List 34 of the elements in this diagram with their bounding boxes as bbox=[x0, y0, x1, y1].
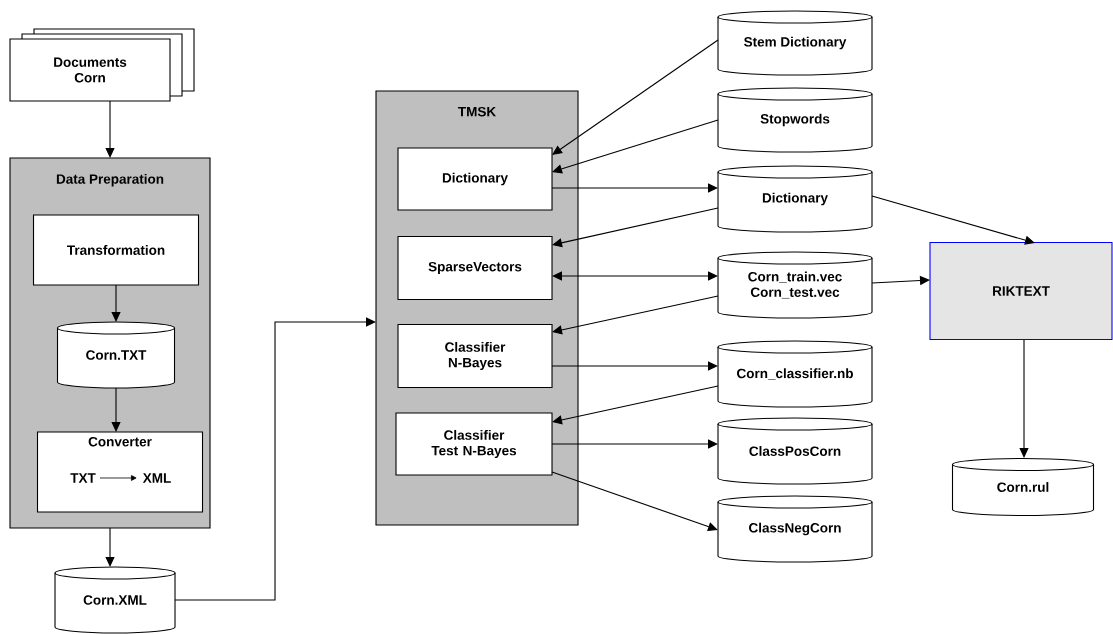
process-box: RIKTEXT bbox=[929, 241, 1113, 341]
arrow bbox=[105, 527, 115, 567]
arrow bbox=[552, 207, 719, 248]
arrow bbox=[111, 284, 121, 322]
arrow bbox=[551, 361, 718, 371]
process-box: Converter TXT XML bbox=[36, 431, 204, 513]
process-box: SparseVectors bbox=[397, 235, 553, 301]
database-cylinder: Stem Dictionary bbox=[717, 10, 873, 76]
database-cylinder: Corn.TXT bbox=[56, 321, 176, 389]
arrow bbox=[552, 385, 719, 425]
database-cylinder: Corn.rul bbox=[951, 457, 1095, 517]
arrow bbox=[552, 39, 719, 155]
arrow bbox=[871, 195, 1035, 245]
database-cylinder: Corn_classifier.nb bbox=[717, 340, 873, 408]
document-stack: Documents Corn bbox=[9, 28, 195, 102]
arrow bbox=[552, 119, 719, 174]
process-box: Transformation bbox=[32, 214, 200, 286]
arrow bbox=[551, 183, 718, 193]
process-box: Classifier Test N-Bayes bbox=[395, 412, 553, 476]
arrow bbox=[551, 439, 718, 449]
database-cylinder: Corn.XML bbox=[54, 566, 176, 634]
arrow bbox=[1019, 339, 1029, 458]
database-cylinder: Dictionary bbox=[717, 165, 873, 233]
arrow bbox=[174, 317, 376, 601]
arrow bbox=[111, 387, 121, 432]
database-cylinder: Stopwords bbox=[717, 87, 873, 153]
database-cylinder: ClassPosCorn bbox=[717, 417, 873, 485]
process-box: Classifier N-Bayes bbox=[397, 323, 553, 389]
arrow bbox=[552, 295, 719, 335]
arrow bbox=[105, 100, 115, 158]
database-cylinder: ClassNegCorn bbox=[717, 495, 873, 563]
database-cylinder: Corn_train.vec Corn_test.vec bbox=[717, 251, 873, 319]
arrow bbox=[552, 271, 718, 281]
process-box: Dictionary bbox=[397, 147, 553, 211]
